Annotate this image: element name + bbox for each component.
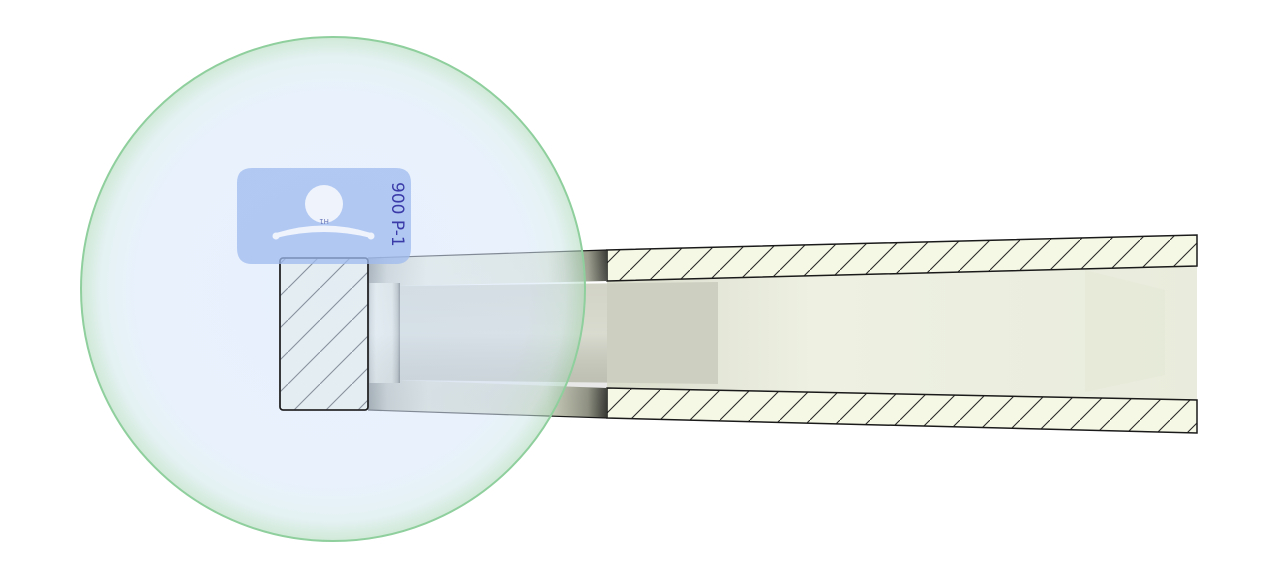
sphere-icon bbox=[80, 36, 586, 542]
part-label-tag[interactable]: H1 900 P-1 bbox=[237, 168, 411, 264]
tag-hole-icon bbox=[305, 185, 343, 223]
bore-far-end bbox=[1085, 270, 1165, 392]
tag-slot-icon bbox=[276, 225, 371, 238]
tube-bore bbox=[607, 266, 1197, 400]
tag-label-text: 900 P-1 bbox=[387, 182, 407, 247]
tag-small-text: H1 bbox=[319, 217, 329, 225]
selection-sphere[interactable] bbox=[80, 36, 586, 542]
